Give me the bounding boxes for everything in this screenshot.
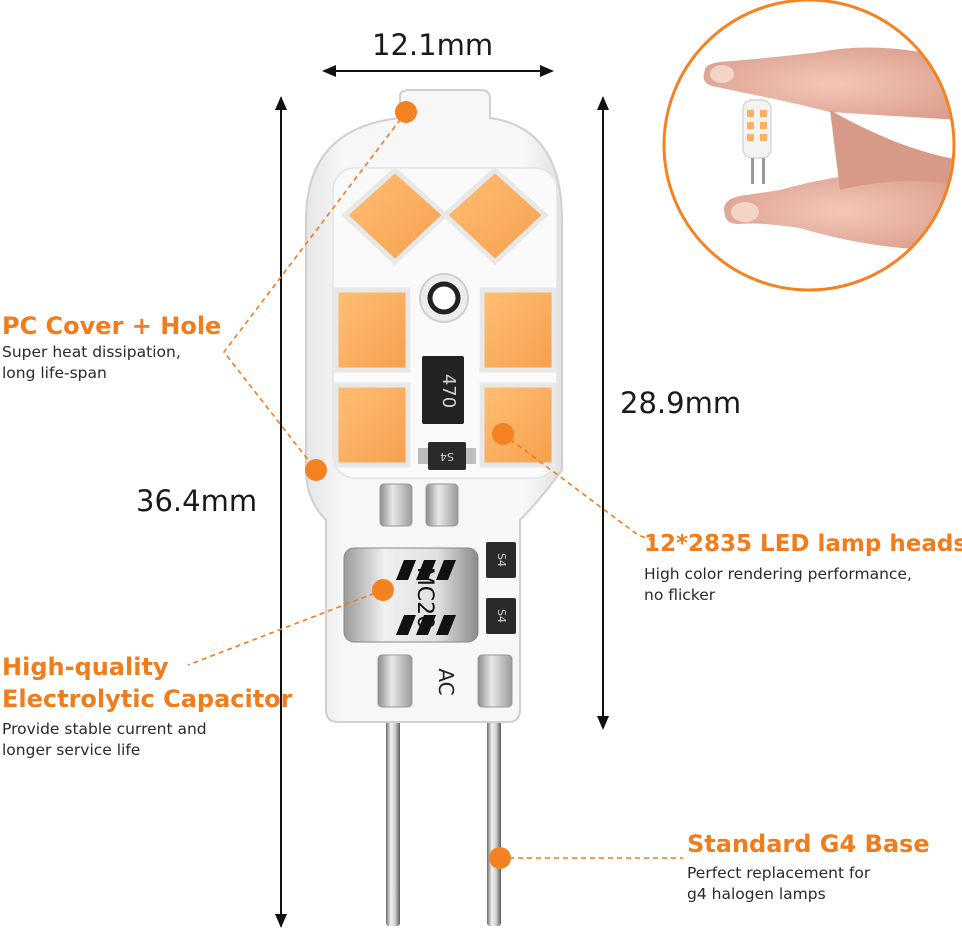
cover-hole: [419, 273, 469, 323]
feature-desc-line: High color rendering performance,: [644, 565, 912, 583]
feature-pc-cover: PC Cover + Hole Super heat dissipation, …: [2, 310, 221, 384]
component-marking: AC: [434, 668, 458, 695]
feature-desc-line: long life-span: [2, 364, 107, 382]
leader-lines: [187, 111, 683, 859]
marker-dot: [492, 423, 514, 445]
feature-desc-line: g4 halogen lamps: [687, 885, 826, 903]
marker-dot: [395, 101, 417, 123]
component-marking: MC20: [412, 567, 437, 629]
feature-g4-base: Standard G4 Base Perfect replacement for…: [687, 828, 930, 905]
right-diodes: S4 S4: [486, 542, 516, 634]
marker-dots: [305, 101, 514, 869]
feature-led-heads: 12*2835 LED lamp heads High color render…: [644, 528, 962, 606]
feature-desc-line: longer service life: [2, 741, 141, 759]
inset-photo: [662, 0, 956, 292]
component-marking: S4: [440, 450, 454, 463]
marker-dot: [305, 459, 327, 481]
feature-desc-line: Super heat dissipation,: [2, 343, 181, 361]
total-height-dimension-label: 36.4mm: [136, 484, 258, 518]
g4-pins: [386, 710, 501, 926]
marker-dot: [489, 847, 511, 869]
feature-desc-line: Provide stable current and: [2, 720, 207, 738]
feature-title: Standard G4 Base: [687, 830, 930, 858]
feature-desc-line: no flicker: [644, 586, 716, 604]
feature-title: 12*2835 LED lamp heads: [644, 531, 962, 557]
resistor-470: 470: [422, 356, 464, 424]
dimension-lines: [275, 65, 609, 928]
led-chips: [333, 166, 557, 468]
component-marking: S4: [495, 609, 508, 623]
diode-s4: S4: [418, 442, 476, 470]
feature-title-line2: Electrolytic Capacitor: [2, 685, 293, 713]
width-dimension-label: 12.1mm: [372, 28, 494, 62]
electrolytic-capacitor: MC20: [343, 547, 479, 643]
marker-dot: [372, 579, 394, 601]
feature-capacitor: High-quality Electrolytic Capacitor Prov…: [2, 651, 293, 761]
feature-desc-line: Perfect replacement for: [687, 864, 871, 882]
mid-pads: [379, 483, 459, 527]
feature-title: PC Cover + Hole: [2, 312, 222, 340]
component-marking: S4: [495, 553, 508, 567]
feature-title: High-quality: [2, 653, 169, 681]
component-marking: 470: [438, 374, 459, 408]
body-height-dimension-label: 28.9mm: [620, 386, 742, 420]
bottom-pads: AC: [377, 654, 513, 708]
